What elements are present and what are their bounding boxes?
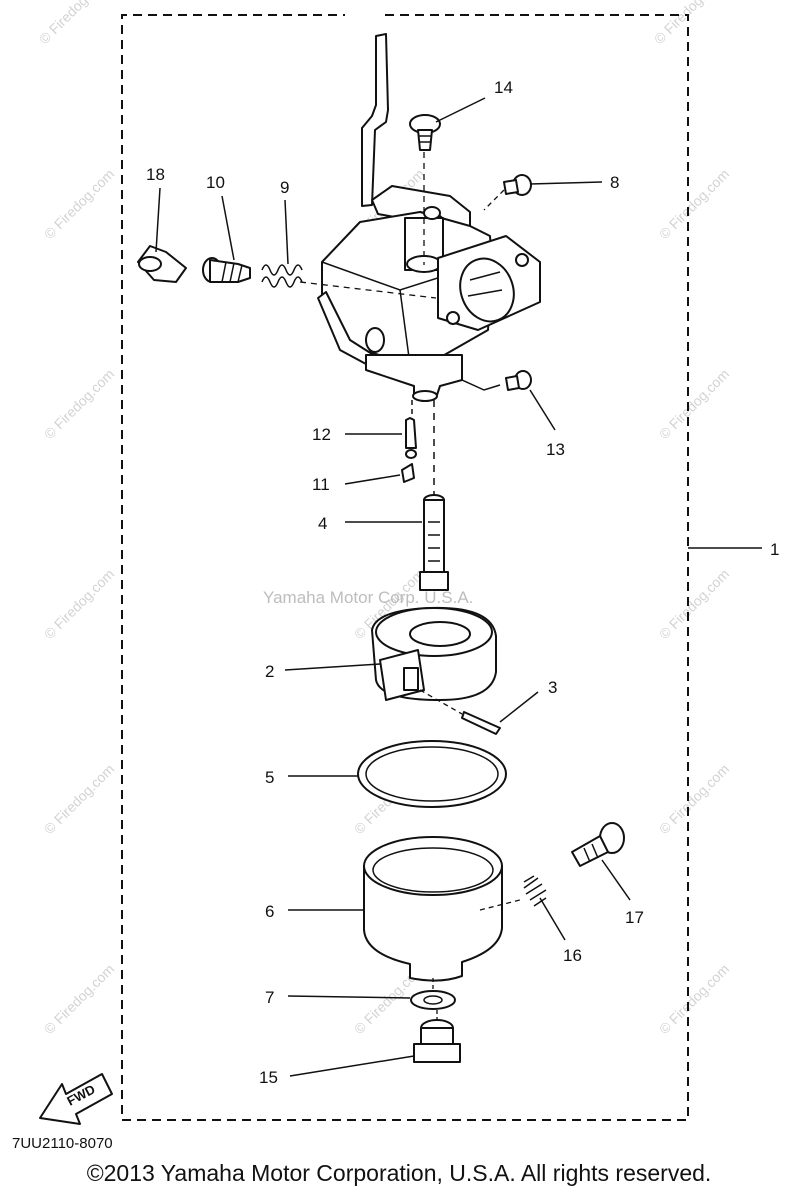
leader-lines <box>155 97 631 1077</box>
cap-18 <box>137 245 187 283</box>
float-bowl-6 <box>363 836 503 982</box>
float-2 <box>371 606 497 701</box>
callout-label-17: 17 <box>625 908 644 927</box>
watermark: © Firedog.com <box>41 961 117 1037</box>
callout-label-4: 4 <box>318 514 327 533</box>
callout-label-7: 7 <box>265 988 274 1007</box>
callout-label-10: 10 <box>206 173 225 192</box>
screw-13 <box>505 370 532 391</box>
watermark: © Firedog.com <box>41 761 117 837</box>
callout-label-9: 9 <box>280 178 289 197</box>
callout-label-1: 1 <box>770 540 779 559</box>
pin-3 <box>419 689 501 735</box>
watermark: © Firedog.com <box>656 366 732 442</box>
callout-label-11: 11 <box>312 475 330 494</box>
fwd-arrow-icon: FWD <box>39 1073 113 1125</box>
callout-label-14: 14 <box>494 78 513 97</box>
copyright-footer: ©2013 Yamaha Motor Corporation, U.S.A. A… <box>86 1160 712 1186</box>
callout-label-16: 16 <box>563 946 582 965</box>
callout-label-5: 5 <box>265 768 274 787</box>
watermark: © Firedog.com <box>656 166 732 242</box>
center-watermark: Yamaha Motor Corp. U.S.A. <box>263 588 473 607</box>
callout-label-2: 2 <box>265 662 274 681</box>
drawing-code: 7UU2110-8070 <box>12 1135 113 1152</box>
watermark: © Firedog.com <box>656 566 732 642</box>
carburetor-body <box>317 33 541 402</box>
watermark: © Firedog.com <box>41 366 117 442</box>
watermark: © Firedog.com <box>656 761 732 837</box>
watermark: © Firedog.com <box>656 961 732 1037</box>
watermark: © Firedog.com <box>41 566 117 642</box>
spring-16 <box>479 875 547 911</box>
drain-bolt-15 <box>413 1010 461 1063</box>
screw-17 <box>571 822 625 867</box>
callout-label-8: 8 <box>610 173 619 192</box>
screw-8 <box>483 174 532 211</box>
callout-label-15: 15 <box>259 1068 278 1087</box>
callout-label-12: 12 <box>312 425 331 444</box>
screw-10 <box>202 257 251 283</box>
callout-labels: 1 2 3 4 5 6 7 8 9 10 11 12 13 14 15 16 1… <box>146 78 779 1087</box>
watermark: © Firedog.com <box>36 0 112 47</box>
callout-label-3: 3 <box>548 678 557 697</box>
callout-label-18: 18 <box>146 165 165 184</box>
washer-7 <box>410 978 456 1010</box>
screw-14 <box>409 114 441 265</box>
callout-label-6: 6 <box>265 902 274 921</box>
needle-12 <box>405 417 417 459</box>
main-jet-4 <box>419 494 449 591</box>
spring-9 <box>261 264 437 299</box>
clip-11 <box>401 463 415 483</box>
watermark: © Firedog.com <box>651 0 727 47</box>
watermark: © Firedog.com <box>41 166 117 242</box>
gasket-5 <box>357 740 507 808</box>
callout-label-13: 13 <box>546 440 565 459</box>
